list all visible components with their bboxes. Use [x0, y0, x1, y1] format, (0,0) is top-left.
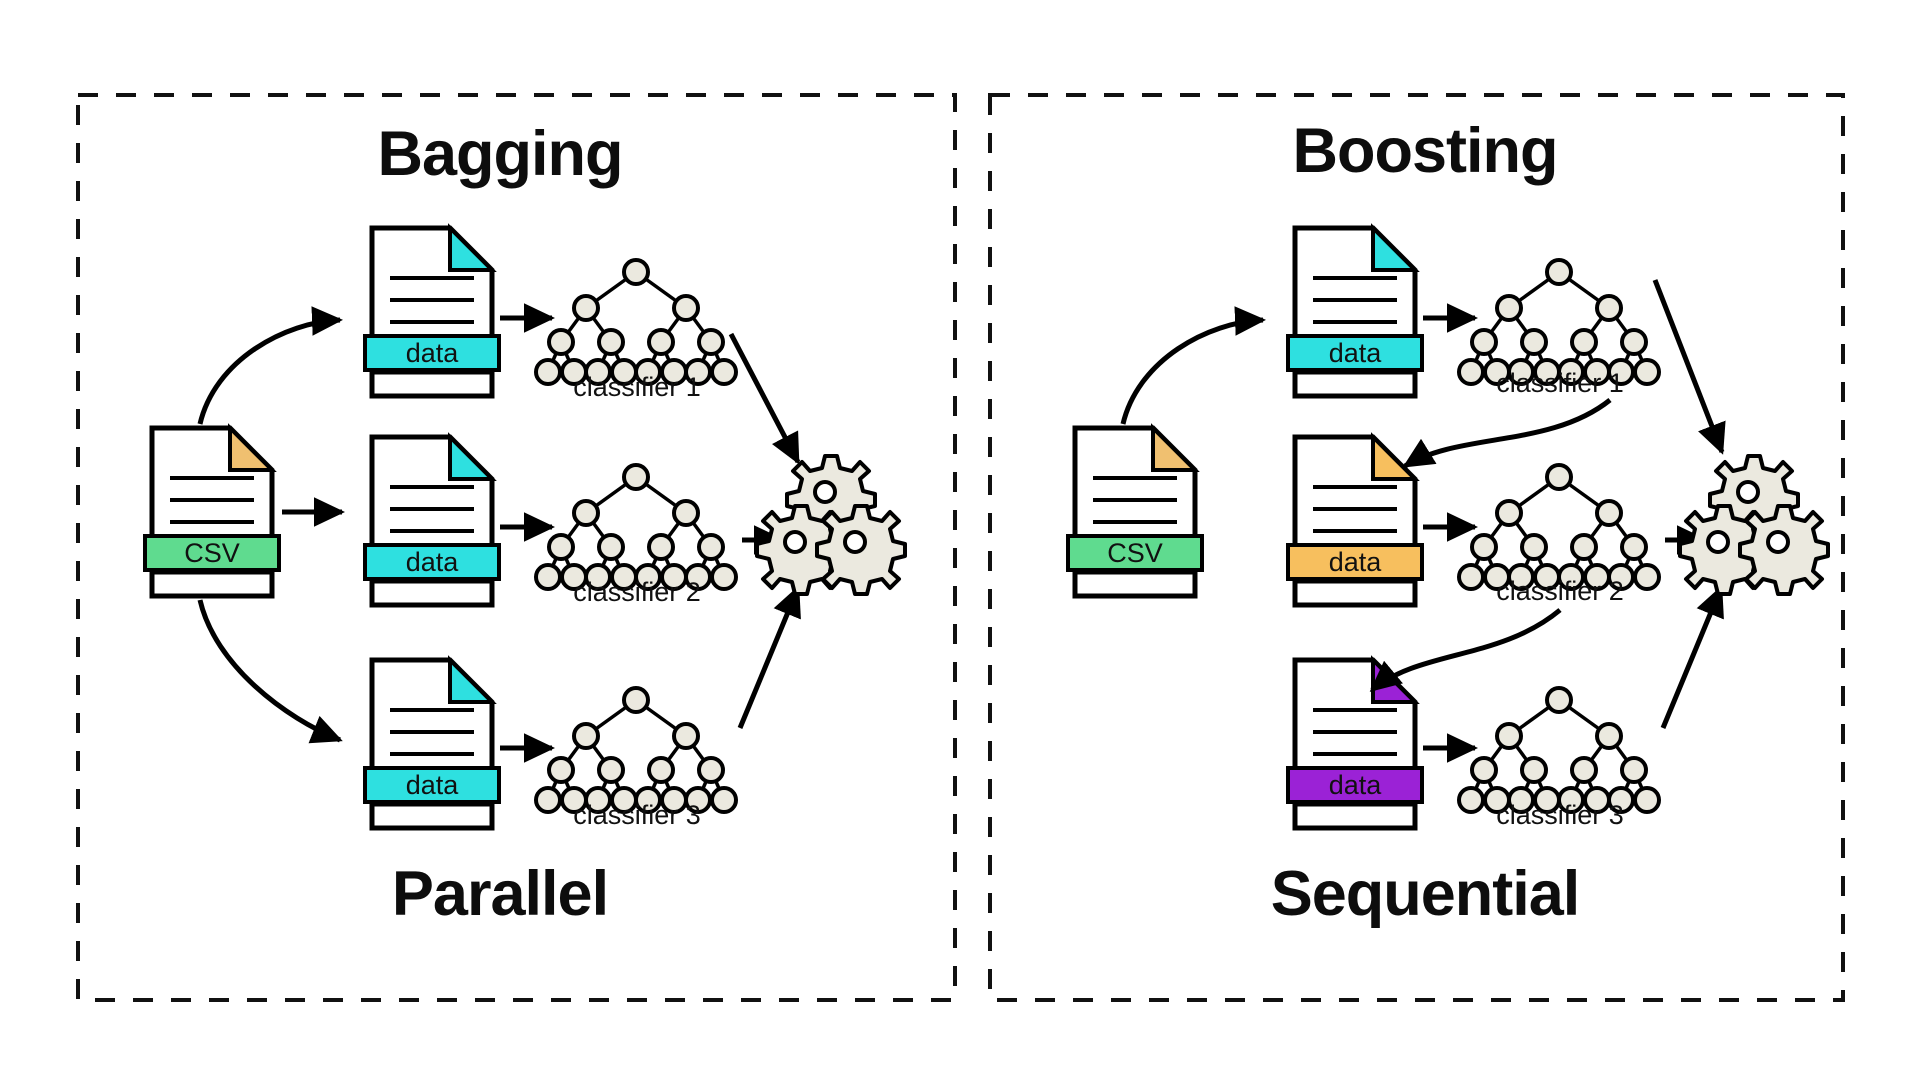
arrow-boosting-csv-to-branch1: [1120, 306, 1266, 425]
data-label-1: data: [406, 338, 460, 368]
bagging-output-gears: [755, 454, 907, 596]
boosting-data-label-3: data: [1329, 770, 1383, 800]
data-label-3: data: [406, 770, 460, 800]
bagging-branch-1-document: data: [363, 223, 501, 399]
bagging-branch-2-document: data: [363, 432, 501, 608]
arrow-classifier1-to-output: [728, 332, 801, 465]
csv-band-boosting: [1066, 534, 1204, 572]
arrow-csv-to-branch1: [197, 306, 343, 425]
classifier-3-label: classifier 3: [573, 800, 701, 830]
csv-label-boosting: CSV: [1107, 538, 1163, 568]
panel-boosting: Boosting CSV data: [988, 93, 1845, 1002]
classifier-2-label: classifier 2: [573, 577, 701, 607]
arrow-boosting-classifier3-to-output: [1660, 585, 1724, 729]
boosting-data-label-1: data: [1329, 338, 1383, 368]
panel-bagging-title: Bagging: [378, 119, 623, 189]
arrow-classifier3-to-output: [737, 585, 801, 729]
data-band-1: [363, 334, 501, 372]
data-band-3: [363, 766, 501, 804]
boosting-branch-2-document: data: [1286, 432, 1424, 608]
boosting-source-document: CSV: [1066, 423, 1204, 599]
boosting-classifier-1-tree: [1457, 258, 1661, 386]
panel-bagging-subtitle: Parallel: [392, 859, 608, 929]
boosting-classifier-2-tree: [1457, 463, 1661, 591]
boosting-classifier-3-tree: [1457, 686, 1661, 814]
csv-band: [143, 534, 281, 572]
boosting-classifier-3-label: classifier 3: [1496, 800, 1624, 830]
bagging-source-document: CSV: [143, 423, 281, 599]
arrow-csv-to-branch3: [197, 599, 343, 744]
bagging-classifier-3-tree: [534, 686, 738, 814]
panel-bagging-border: [76, 93, 957, 1002]
boosting-branch-1-document: data: [1286, 223, 1424, 399]
bagging-branch-3-document: data: [363, 655, 501, 831]
classifier-1-label: classifier 1: [573, 372, 701, 402]
gear-icon-right-boosting: [1738, 504, 1830, 596]
panel-bagging: Bagging CSV data: [76, 93, 957, 1002]
arrow-boosting-classifier1-to-output: [1652, 279, 1726, 455]
boosting-data-label-2: data: [1329, 547, 1383, 577]
gear-icon-right: [815, 504, 907, 596]
arrow-classifier1-feedback-to-branch2: [1402, 398, 1612, 469]
boosting-output-gears: [1678, 454, 1830, 596]
data-label-2: data: [406, 547, 460, 577]
bagging-classifier-1-tree: [534, 258, 738, 386]
boosting-data-band-2: [1286, 543, 1424, 581]
csv-label: CSV: [184, 538, 240, 568]
boosting-classifier-2-label: classifier 2: [1496, 576, 1624, 606]
panel-boosting-border: [988, 93, 1845, 1002]
boosting-classifier-1-label: classifier 1: [1496, 368, 1624, 398]
boosting-data-band-1: [1286, 334, 1424, 372]
boosting-data-band-3: [1286, 766, 1424, 804]
arrow-classifier2-feedback-to-branch3: [1369, 608, 1562, 692]
data-band-2: [363, 543, 501, 581]
panel-boosting-subtitle: Sequential: [1271, 859, 1580, 929]
boosting-branch-3-document: data: [1286, 655, 1424, 831]
bagging-classifier-2-tree: [534, 463, 738, 591]
panel-boosting-title: Boosting: [1293, 116, 1558, 186]
